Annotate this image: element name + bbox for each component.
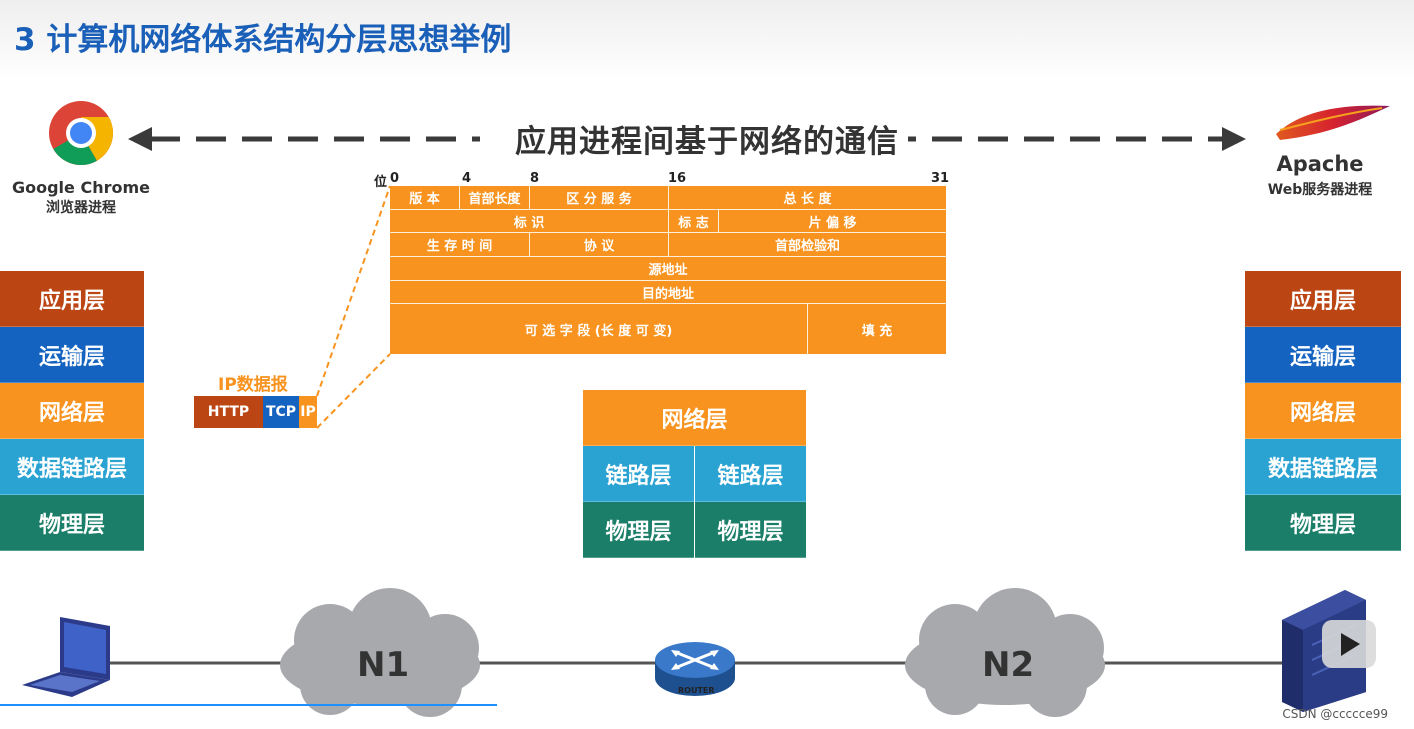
- bit-0: 0: [390, 171, 400, 186]
- left-layer-physical: 物理层: [0, 495, 144, 551]
- ip-header: 版 本 首部长度 区 分 服 务 总 长 度 标 识 标 志 片 偏 移 生 存…: [390, 186, 946, 354]
- router-layer-link-left: 链路层: [583, 446, 694, 502]
- progress-line: [0, 704, 497, 706]
- field-flags: 标 志: [669, 210, 719, 233]
- cloud-n1-icon: [280, 588, 480, 717]
- left-process-label: Google Chrome 浏览器进程: [10, 177, 152, 219]
- router-label: ROUTER: [678, 686, 715, 695]
- router-icon: [655, 642, 735, 696]
- apache-feather-icon: [1276, 105, 1390, 140]
- router-layer-physical-right: 物理层: [695, 502, 806, 558]
- left-layer-transport: 运输层: [0, 327, 144, 383]
- communication-label: 应用进程间基于网络的通信: [515, 124, 899, 160]
- title-bar: [0, 0, 1414, 80]
- datagram-tcp-segment: TCP: [263, 396, 299, 428]
- cloud-n2-icon: [905, 588, 1105, 717]
- right-host-stack: 应用层 运输层 网络层 数据链路层 物理层: [1245, 271, 1401, 551]
- field-checksum: 首部检验和: [669, 233, 946, 257]
- ip-datagram-label: IP数据报: [218, 375, 288, 395]
- right-process-name: Apache: [1276, 152, 1364, 176]
- cloud-n1-label: N1: [357, 645, 410, 685]
- left-layer-network: 网络层: [0, 383, 144, 439]
- right-layer-transport: 运输层: [1245, 327, 1401, 383]
- field-differentiated-services: 区 分 服 务: [530, 186, 669, 210]
- field-source-address: 源地址: [390, 257, 946, 281]
- laptop-icon: [22, 617, 110, 697]
- field-destination-address: 目的地址: [390, 281, 946, 304]
- field-identification: 标 识: [390, 210, 669, 233]
- watermark-text: CSDN @ccccce99: [1282, 707, 1388, 721]
- field-protocol: 协 议: [530, 233, 669, 257]
- datagram-http-segment: HTTP: [194, 396, 263, 428]
- bit-prefix: 位: [374, 175, 388, 190]
- page-title: 3 计算机网络体系结构分层思想举例: [14, 22, 512, 58]
- field-ttl: 生 存 时 间: [390, 233, 530, 257]
- router-layer-link-right: 链路层: [695, 446, 806, 502]
- left-host-stack: 应用层 运输层 网络层 数据链路层 物理层: [0, 271, 144, 551]
- comm-label-background: [480, 112, 908, 166]
- left-layer-application: 应用层: [0, 271, 144, 327]
- right-layer-physical: 物理层: [1245, 495, 1401, 551]
- datagram-ip-segment: IP: [299, 396, 317, 428]
- bit-31: 31: [931, 171, 950, 186]
- field-fragment-offset: 片 偏 移: [719, 210, 946, 233]
- field-options: 可 选 字 段 (长 度 可 变): [390, 304, 808, 354]
- video-play-icon: [1322, 620, 1376, 668]
- left-process-desc: 浏览器进程: [46, 200, 116, 216]
- right-layer-datalink: 数据链路层: [1245, 439, 1401, 495]
- field-padding: 填 充: [861, 323, 893, 339]
- cloud-n2-label: N2: [982, 645, 1035, 685]
- field-version: 版 本: [390, 186, 460, 210]
- bit-16: 16: [668, 171, 687, 186]
- right-process-label: Apache Web服务器进程: [1252, 151, 1388, 201]
- router-layer-network: 网络层: [583, 390, 806, 446]
- right-layer-network: 网络层: [1245, 383, 1401, 439]
- field-header-length: 首部长度: [460, 186, 530, 210]
- right-layer-application: 应用层: [1245, 271, 1401, 327]
- left-process-name: Google Chrome: [11, 178, 150, 197]
- router-stack: 网络层 链路层 链路层 物理层 物理层: [583, 390, 806, 558]
- chrome-logo-icon: [49, 101, 113, 165]
- field-total-length: 总 长 度: [669, 186, 946, 210]
- router-layer-physical-left: 物理层: [583, 502, 694, 558]
- left-layer-datalink: 数据链路层: [0, 439, 144, 495]
- bit-8: 8: [530, 171, 540, 186]
- bit-4: 4: [462, 171, 472, 186]
- right-process-desc: Web服务器进程: [1267, 182, 1373, 198]
